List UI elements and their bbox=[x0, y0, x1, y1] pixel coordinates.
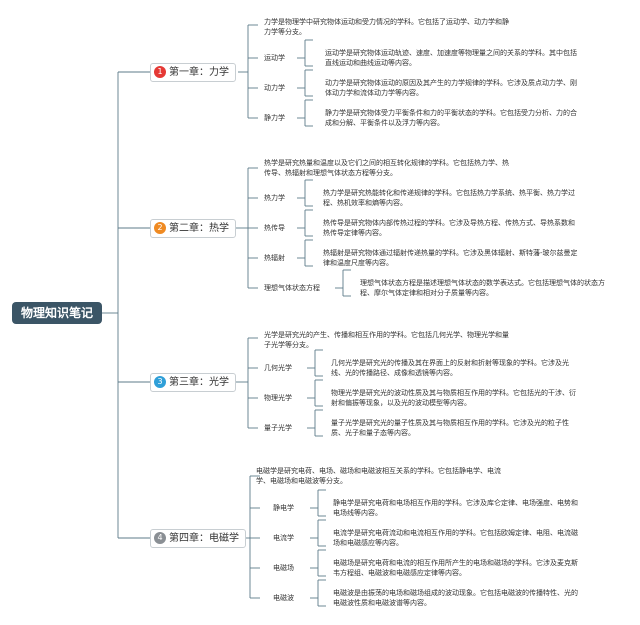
topic-description: 理想气体状态方程是描述理想气体状态的数学表达式。它包括理想气体的状态方程、摩尔气… bbox=[360, 279, 605, 297]
topic-label[interactable]: 理想气体状态方程 bbox=[264, 284, 320, 292]
chapter-intro: 光学是研究光的产生、传播和相互作用的学科。它包括几何光学、物理光学和量子光学等分… bbox=[264, 331, 509, 349]
topic-description: 热辐射是研究物体通过辐射传递热量的学科。它涉及黑体辐射、斯特藩-玻尔兹曼定律和温… bbox=[323, 249, 578, 267]
topic-label[interactable]: 热力学 bbox=[264, 194, 285, 202]
topic-description: 热传导是研究物体内部传热过程的学科。它涉及导热方程、传热方式、导热系数和热传导定… bbox=[323, 219, 575, 237]
topic-label[interactable]: 量子光学 bbox=[264, 424, 292, 432]
topic-description: 静力学是研究物体受力平衡条件和力的平衡状态的学科。它包括受力分析、力的合成和分解… bbox=[325, 109, 577, 127]
chapter-title: 第一章：力学 bbox=[169, 67, 229, 78]
root-node[interactable]: 物理知识笔记 bbox=[12, 302, 102, 324]
topic-description: 电流学是研究电荷流动和电流相互作用的学科。它包括欧姆定律、电阻、电流磁场和电磁感… bbox=[333, 529, 578, 547]
topic-description: 热力学是研究热能转化和传递规律的学科。它包括热力学系统、热平衡、热力学过程、热机… bbox=[323, 189, 575, 207]
topic-description: 运动学是研究物体运动轨迹、速度、加速度等物理量之间的关系的学科。其中包括直线运动… bbox=[325, 49, 577, 67]
topic-label[interactable]: 静力学 bbox=[264, 114, 285, 122]
chapter-number-badge: 3 bbox=[154, 376, 166, 388]
topic-label[interactable]: 运动学 bbox=[264, 54, 285, 62]
topic-description: 电磁场是研究电荷和电流的相互作用所产生的电场和磁场的学科。它涉及麦克斯韦方程组、… bbox=[333, 559, 578, 577]
topic-label[interactable]: 电流学 bbox=[273, 534, 294, 542]
topic-label[interactable]: 热辐射 bbox=[264, 254, 285, 262]
topic-label[interactable]: 静电学 bbox=[273, 504, 294, 512]
chapter-number-badge: 1 bbox=[154, 66, 166, 78]
chapter-title: 第四章：电磁学 bbox=[169, 533, 239, 544]
chapter-intro: 热学是研究热量和温度以及它们之间的相互转化规律的学科。它包括热力学、热传导、热辐… bbox=[264, 159, 509, 177]
chapter-intro: 力学是物理学中研究物体运动和受力情况的学科。它包括了运动学、动力学和静力学等分支… bbox=[264, 18, 509, 36]
topic-description: 静电学是研究电荷和电场相互作用的学科。它涉及库仑定律、电场强度、电势和电场线等内… bbox=[333, 499, 578, 517]
topic-label[interactable]: 几何光学 bbox=[264, 364, 292, 372]
chapter-title: 第三章：光学 bbox=[169, 377, 229, 388]
topic-label[interactable]: 电磁场 bbox=[273, 564, 294, 572]
topic-description: 电磁波是由振荡的电场和磁场组成的波动现象。它包括电磁波的传播特性、光的电磁波性质… bbox=[333, 589, 578, 607]
chapter-number-badge: 2 bbox=[154, 222, 166, 234]
topic-description: 量子光学是研究光的量子性质及其与物质相互作用的学科。它涉及光的粒子性质、光子和量… bbox=[331, 419, 569, 437]
topic-description: 动力学是研究物体运动的原因及其产生的力学规律的学科。它涉及质点动力学、刚体动力学… bbox=[325, 79, 577, 97]
chapter-intro: 电磁学是研究电荷、电场、磁场和电磁波相互关系的学科。它包括静电学、电流学、电磁场… bbox=[256, 467, 501, 485]
topic-label[interactable]: 动力学 bbox=[264, 84, 285, 92]
topic-description: 几何光学是研究光的传播及其在界面上的反射和折射等现象的学科。它涉及光线、光的传播… bbox=[331, 359, 569, 377]
topic-description: 物理光学是研究光的波动性质及其与物质相互作用的学科。它包括光的干涉、衍射和偏振等… bbox=[331, 389, 576, 407]
chapter-title: 第二章：热学 bbox=[169, 223, 229, 234]
chapter-number-badge: 4 bbox=[154, 532, 166, 544]
topic-label[interactable]: 热传导 bbox=[264, 224, 285, 232]
topic-label[interactable]: 物理光学 bbox=[264, 394, 292, 402]
topic-label[interactable]: 电磁波 bbox=[273, 594, 294, 602]
